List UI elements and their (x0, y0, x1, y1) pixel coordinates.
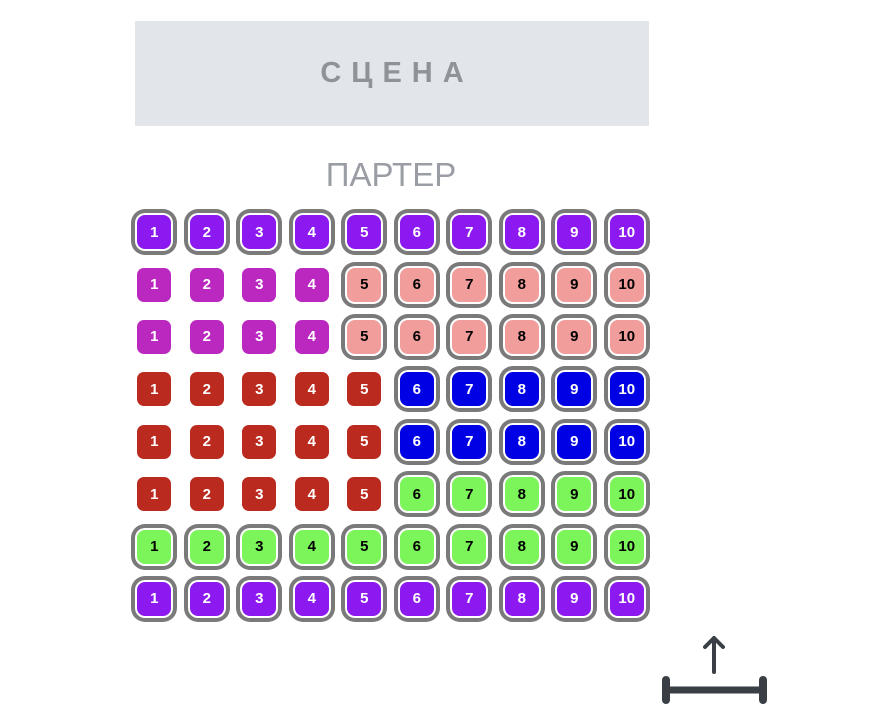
seat[interactable]: 2 (189, 215, 224, 250)
seat[interactable]: 7 (452, 215, 487, 250)
seat[interactable]: 1 (137, 319, 172, 354)
seat[interactable]: 4 (294, 215, 329, 250)
seat[interactable]: 3 (242, 267, 277, 302)
seat[interactable]: 3 (242, 319, 277, 354)
seat[interactable]: 2 (189, 581, 224, 616)
seat[interactable]: 3 (242, 529, 277, 564)
seat[interactable]: 8 (504, 477, 539, 512)
seat[interactable]: 1 (137, 372, 172, 407)
seat[interactable]: 7 (452, 581, 487, 616)
seat[interactable]: 4 (294, 424, 329, 459)
seat[interactable]: 1 (137, 424, 172, 459)
seat[interactable]: 2 (189, 267, 224, 302)
seat[interactable]: 5 (347, 319, 382, 354)
seat[interactable]: 7 (452, 267, 487, 302)
seat[interactable]: 9 (557, 319, 592, 354)
seat[interactable]: 6 (399, 529, 434, 564)
seat[interactable]: 4 (294, 581, 329, 616)
seat[interactable]: 6 (399, 581, 434, 616)
seat[interactable]: 2 (189, 319, 224, 354)
stage: СЦЕНА (135, 21, 649, 126)
seat[interactable]: 5 (347, 529, 382, 564)
seat[interactable]: 1 (137, 267, 172, 302)
seat[interactable]: 10 (609, 477, 644, 512)
seat[interactable]: 10 (609, 267, 644, 302)
seat[interactable]: 3 (242, 215, 277, 250)
seat[interactable]: 6 (399, 215, 434, 250)
seat[interactable]: 8 (504, 424, 539, 459)
seat[interactable]: 10 (609, 581, 644, 616)
seat[interactable]: 4 (294, 477, 329, 512)
seat[interactable]: 5 (347, 215, 382, 250)
seat[interactable]: 10 (609, 424, 644, 459)
seat[interactable]: 7 (452, 319, 487, 354)
seat[interactable]: 7 (452, 529, 487, 564)
seat[interactable]: 9 (557, 215, 592, 250)
seat[interactable]: 6 (399, 477, 434, 512)
seat[interactable]: 7 (452, 477, 487, 512)
seat[interactable]: 3 (242, 424, 277, 459)
seat[interactable]: 2 (189, 424, 224, 459)
seat[interactable]: 6 (399, 372, 434, 407)
seat[interactable]: 6 (399, 319, 434, 354)
seat[interactable]: 2 (189, 372, 224, 407)
entrance-marker (662, 632, 772, 712)
seat[interactable]: 9 (557, 529, 592, 564)
seat[interactable]: 6 (399, 267, 434, 302)
seat[interactable]: 7 (452, 424, 487, 459)
seat[interactable]: 1 (137, 581, 172, 616)
seat[interactable]: 3 (242, 581, 277, 616)
seat[interactable]: 5 (347, 424, 382, 459)
seat[interactable]: 9 (557, 581, 592, 616)
seat[interactable]: 9 (557, 372, 592, 407)
seat[interactable]: 8 (504, 215, 539, 250)
section-title: ПАРТЕР (325, 156, 457, 193)
seat[interactable]: 4 (294, 319, 329, 354)
seat[interactable]: 10 (609, 319, 644, 354)
seat[interactable]: 3 (242, 477, 277, 512)
seat[interactable]: 8 (504, 529, 539, 564)
seat[interactable]: 10 (609, 215, 644, 250)
seat[interactable]: 4 (294, 267, 329, 302)
seat[interactable]: 4 (294, 372, 329, 407)
seat[interactable]: 8 (504, 267, 539, 302)
seat[interactable]: 10 (609, 529, 644, 564)
seat[interactable]: 5 (347, 477, 382, 512)
seat[interactable]: 8 (504, 319, 539, 354)
seat[interactable]: 8 (504, 372, 539, 407)
seat[interactable]: 10 (609, 372, 644, 407)
seat[interactable]: 4 (294, 529, 329, 564)
seat[interactable]: 7 (452, 372, 487, 407)
seat[interactable]: 9 (557, 477, 592, 512)
seat[interactable]: 3 (242, 372, 277, 407)
seat[interactable]: 8 (504, 581, 539, 616)
seat[interactable]: 5 (347, 372, 382, 407)
seat[interactable]: 9 (557, 267, 592, 302)
seat[interactable]: 2 (189, 477, 224, 512)
seat[interactable]: 5 (347, 581, 382, 616)
seat[interactable]: 1 (137, 477, 172, 512)
entrance-arrow-icon (662, 636, 767, 704)
seat[interactable]: 1 (137, 529, 172, 564)
seat[interactable]: 2 (189, 529, 224, 564)
seat[interactable]: 1 (137, 215, 172, 250)
seat[interactable]: 5 (347, 267, 382, 302)
seat[interactable]: 9 (557, 424, 592, 459)
seat[interactable]: 6 (399, 424, 434, 459)
